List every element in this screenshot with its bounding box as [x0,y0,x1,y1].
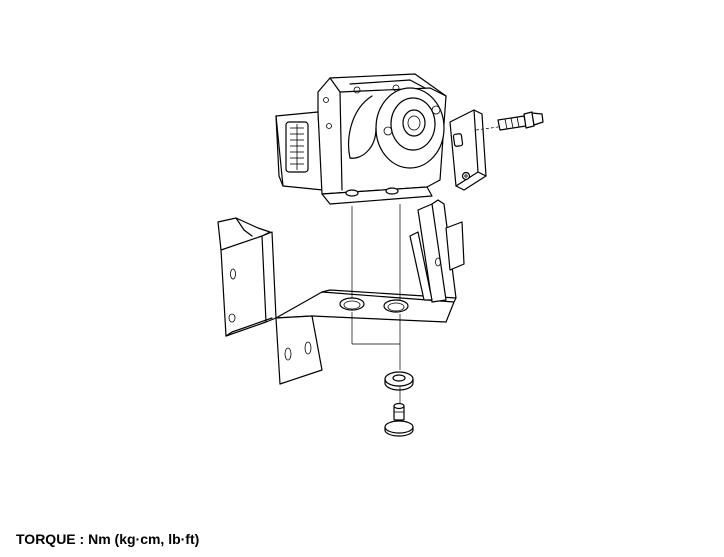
assembly-guide-lines [351,204,401,404]
abs-hydraulic-unit [275,73,447,205]
mounting-bracket [217,199,465,385]
rubber-washer [384,371,414,391]
clip-bolt [475,111,544,131]
mounting-pin-bolt [384,402,414,437]
connector-pins [290,124,304,170]
torque-caption: TORQUE : Nm (kg·cm, lb·ft) [16,531,200,547]
side-clip-bracket [449,109,487,191]
